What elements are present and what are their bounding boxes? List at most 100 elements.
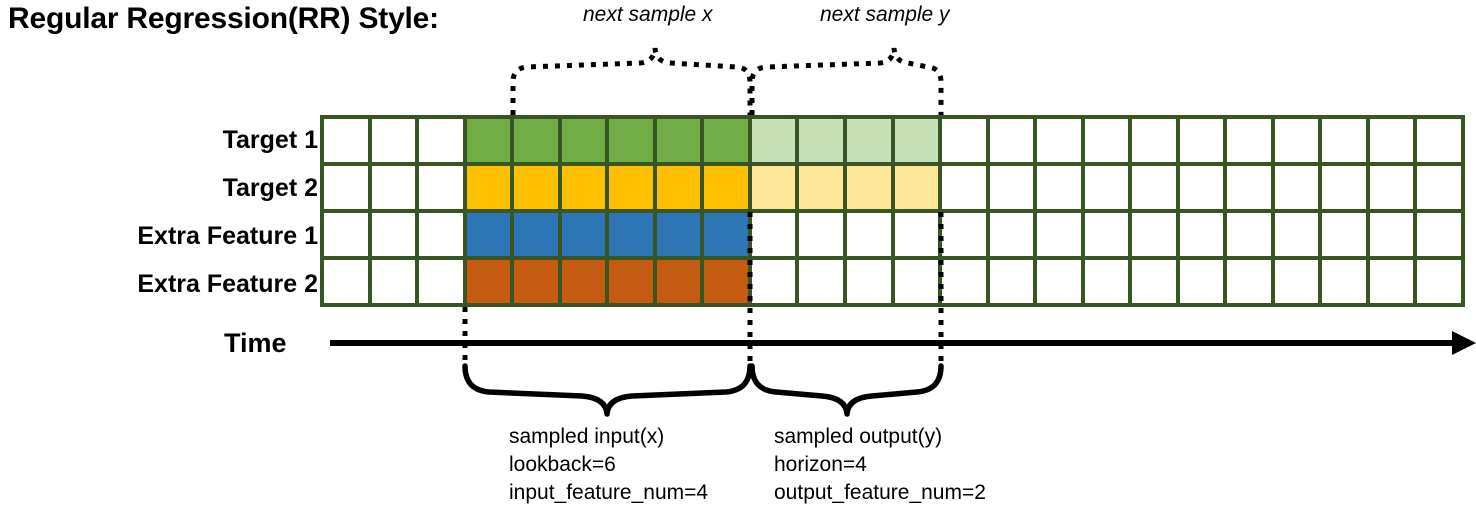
grid-cell-r1-c21 xyxy=(1274,119,1319,162)
grid-cell-r3-c1 xyxy=(324,213,368,256)
grid-cell-r2-c8 xyxy=(656,166,701,209)
grid-cell-r2-c23 xyxy=(1369,166,1414,209)
grid-cell-r1-c15 xyxy=(989,119,1034,162)
grid-cell-r2-c3 xyxy=(419,166,463,209)
grid-cell-r4-c20 xyxy=(1227,260,1271,303)
page-title: Regular Regression(RR) Style: xyxy=(8,2,439,35)
grid-cell-r4-c13 xyxy=(894,260,939,303)
grid-cell-r2-c11 xyxy=(799,166,843,209)
grid-cell-r1-c16 xyxy=(1037,119,1081,162)
grid-cell-r1-c7 xyxy=(609,119,653,162)
grid-cell-r4-c17 xyxy=(1084,260,1129,303)
grid-cell-r2-c10 xyxy=(751,166,796,209)
grid-cell-r4-c11 xyxy=(799,260,843,303)
grid-cell-r1-c22 xyxy=(1322,119,1366,162)
grid-cell-r3-c23 xyxy=(1369,213,1414,256)
grid-cell-r2-c14 xyxy=(942,166,986,209)
grid-cell-r3-c22 xyxy=(1322,213,1366,256)
grid-cell-r1-c11 xyxy=(799,119,843,162)
sampled-input-lookback: lookback=6 xyxy=(509,452,616,476)
grid-cell-r1-c4 xyxy=(466,119,511,162)
grid-cell-r2-c7 xyxy=(609,166,653,209)
grid-cell-r3-c2 xyxy=(371,213,416,256)
annotation-next-sample-x: next sample x xyxy=(583,3,713,26)
grid-cell-r1-c19 xyxy=(1179,119,1224,162)
grid-cell-r4-c15 xyxy=(989,260,1034,303)
grid-cell-r4-c2 xyxy=(371,260,416,303)
grid-cell-r4-c10 xyxy=(751,260,796,303)
grid-cell-r2-c4 xyxy=(466,166,511,209)
grid-cell-r1-c1 xyxy=(324,119,368,162)
grid-cell-r1-c20 xyxy=(1227,119,1271,162)
grid-cell-r3-c17 xyxy=(1084,213,1129,256)
grid-cell-r4-c18 xyxy=(1132,260,1176,303)
grid-cell-r1-c23 xyxy=(1369,119,1414,162)
grid-cell-r4-c14 xyxy=(942,260,986,303)
grid-cell-r3-c20 xyxy=(1227,213,1271,256)
grid-cell-r3-c24 xyxy=(1417,213,1461,256)
grid-cell-r2-c16 xyxy=(1037,166,1081,209)
next-sample-x-brace xyxy=(510,47,753,115)
grid-cell-r1-c13 xyxy=(894,119,939,162)
grid-cell-r3-c6 xyxy=(561,213,606,256)
time-axis-arrow xyxy=(330,331,1476,355)
grid-cell-r1-c17 xyxy=(1084,119,1129,162)
grid-cell-r1-c12 xyxy=(846,119,891,162)
grid-cell-r2-c2 xyxy=(371,166,416,209)
grid-cell-r3-c19 xyxy=(1179,213,1224,256)
grid-cell-r4-c3 xyxy=(419,260,463,303)
sampled-output-brace xyxy=(749,363,944,417)
grid-cell-r1-c2 xyxy=(371,119,416,162)
grid-cell-r2-c9 xyxy=(704,166,748,209)
grid-cell-r4-c19 xyxy=(1179,260,1224,303)
grid-cell-r2-c12 xyxy=(846,166,891,209)
grid-cell-r3-c21 xyxy=(1274,213,1319,256)
grid-cell-r2-c24 xyxy=(1417,166,1461,209)
grid-cell-r4-c9 xyxy=(704,260,748,303)
next-sample-y-brace xyxy=(749,47,944,115)
grid-cell-r3-c7 xyxy=(609,213,653,256)
grid-cell-r2-c15 xyxy=(989,166,1034,209)
grid-cell-r3-c3 xyxy=(419,213,463,256)
row-label-target-2: Target 2 xyxy=(222,174,318,202)
grid-cell-r1-c18 xyxy=(1132,119,1176,162)
grid-cell-r1-c10 xyxy=(751,119,796,162)
sampled-input-title: sampled input(x) xyxy=(509,425,665,448)
grid-cell-r2-c22 xyxy=(1322,166,1366,209)
grid-cell-r2-c20 xyxy=(1227,166,1271,209)
row-label-target-1: Target 1 xyxy=(222,126,318,154)
grid-cell-r2-c6 xyxy=(561,166,606,209)
grid-cell-r4-c5 xyxy=(514,260,558,303)
sampled-input-brace xyxy=(462,363,753,417)
sampled-output-featnum: output_feature_num=2 xyxy=(774,480,986,504)
row-label-extra-feature-1: Extra Feature 1 xyxy=(137,222,318,250)
grid-cell-r4-c12 xyxy=(846,260,891,303)
grid-cell-r3-c11 xyxy=(799,213,843,256)
grid-cell-r2-c19 xyxy=(1179,166,1224,209)
sampled-output-horizon: horizon=4 xyxy=(774,452,867,476)
grid-cell-r4-c24 xyxy=(1417,260,1461,303)
grid-cell-r2-c21 xyxy=(1274,166,1319,209)
grid-cell-r3-c4 xyxy=(466,213,511,256)
grid-cell-r4-c23 xyxy=(1369,260,1414,303)
grid-cell-r2-c13 xyxy=(894,166,939,209)
annotation-sampled-output: sampled output(y) horizon=4 output_featu… xyxy=(774,423,986,507)
timeline-grid xyxy=(320,115,1465,307)
grid-cell-r4-c7 xyxy=(609,260,653,303)
grid-cell-r3-c15 xyxy=(989,213,1034,256)
grid-cell-r3-c12 xyxy=(846,213,891,256)
grid-cell-r3-c16 xyxy=(1037,213,1081,256)
grid-cell-r3-c10 xyxy=(751,213,796,256)
grid-cell-r2-c18 xyxy=(1132,166,1176,209)
grid-cell-r1-c14 xyxy=(942,119,986,162)
grid-cell-r4-c21 xyxy=(1274,260,1319,303)
grid-cell-r3-c8 xyxy=(656,213,701,256)
grid-cell-r3-c5 xyxy=(514,213,558,256)
row-label-extra-feature-2: Extra Feature 2 xyxy=(137,270,318,298)
grid-cell-r2-c17 xyxy=(1084,166,1129,209)
grid-cell-r4-c8 xyxy=(656,260,701,303)
grid-cell-r1-c8 xyxy=(656,119,701,162)
time-axis-label: Time xyxy=(224,328,287,358)
grid-cell-r3-c9 xyxy=(704,213,748,256)
grid-cell-r2-c1 xyxy=(324,166,368,209)
